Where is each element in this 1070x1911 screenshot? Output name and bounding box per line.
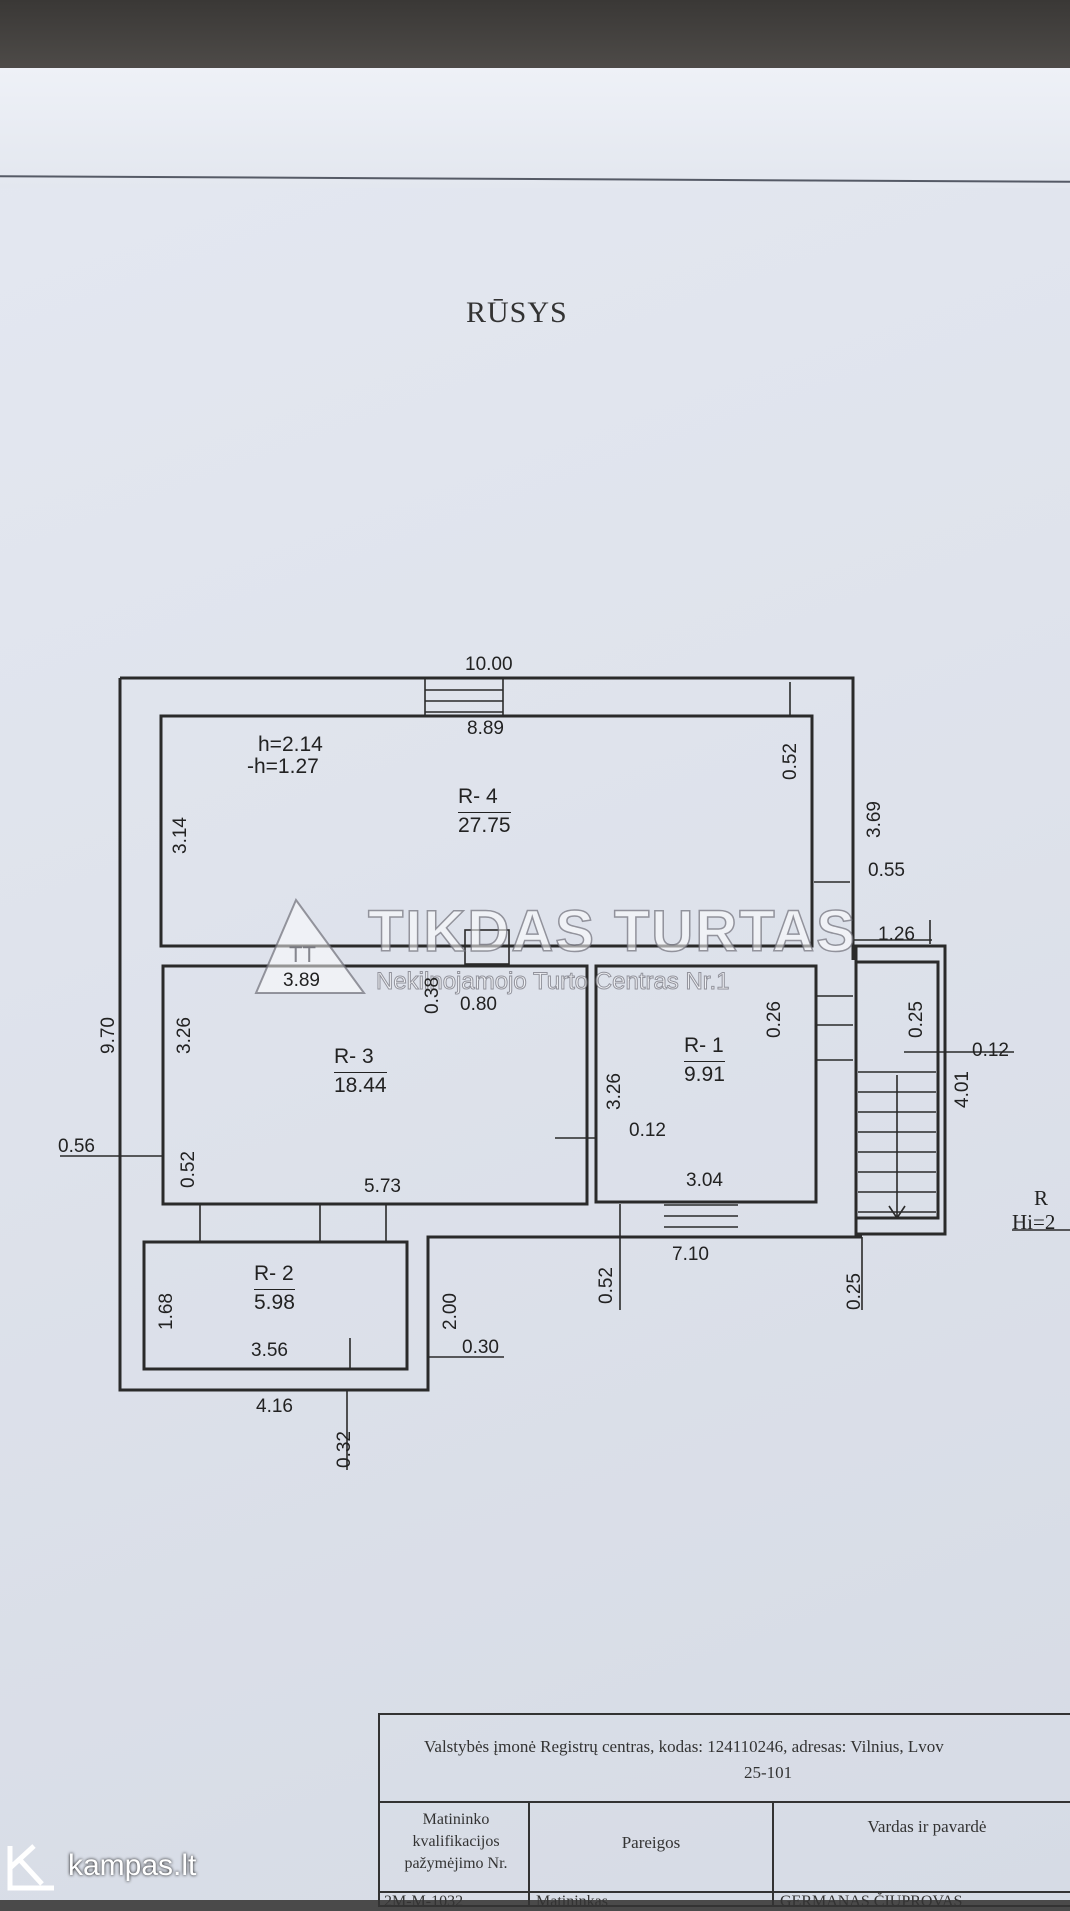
stairwell-outline [854,944,947,1236]
stamp-column-divider [772,1801,774,1905]
dim-label: 0.26 [764,1001,785,1038]
watermark-emblem-letters: TT [289,942,316,967]
stair-arrow-head [888,1205,906,1220]
dim-label: 0.52 [596,1267,617,1304]
watermark-subtitle: Nekilnojamojo Turto Centras Nr.1 [375,968,730,996]
height-note-h: h=2.14 [258,733,323,756]
dim-label: 3.56 [251,1340,288,1361]
dim-label: 0.25 [906,1001,927,1038]
dim-label: 3.26 [604,1073,625,1110]
dim-label: 2.00 [440,1293,461,1330]
stamp-header-certificate: Matininko kvalifikacijos pažymėjimo Nr. [404,1811,508,1872]
room-r3-outline [161,964,589,1206]
kampas-logo-text: kampas.lt [68,1849,197,1882]
dim-label: 3.89 [283,970,320,991]
watermark-emblem [254,897,366,994]
paper-sheet [0,68,1070,1900]
title-block-stamp: Valstybės įmonė Registrų centras, kodas:… [378,1713,1070,1910]
dim-label: 0.30 [462,1337,499,1358]
stamp-cert-number: 2M-M-1032 [384,1893,464,1910]
dim-label: 10.00 [465,654,513,675]
stamp-header-role: Pareigos [621,1833,681,1852]
dim-label: 0.12 [972,1040,1009,1061]
height-note-neg-h: -h=1.27 [247,755,319,778]
dim-label: 0.25 [844,1273,865,1310]
dim-label: 3.69 [864,801,885,838]
dim-label: 4.01 [952,1071,973,1108]
room-r2-area: 5.98 [254,1289,295,1314]
dim-label: 0.55 [868,860,905,881]
chimney [464,929,510,965]
room-r1-outline [594,964,818,1204]
room-r1-area: 9.91 [684,1061,725,1086]
room-r2-name: R- 2 [254,1262,294,1285]
dim-label: 0.32 [334,1431,355,1468]
stamp-column-divider [528,1801,530,1905]
dim-label: 3.14 [170,817,191,854]
stamp-organization-line2: 25-101 [744,1763,793,1782]
stamp-divider [380,1891,1070,1893]
stamp-surveyor-name: GERMANAS ČIUPROVAS [780,1893,963,1910]
dim-label: 1.68 [156,1293,177,1330]
kampas-logo[interactable]: kampas.lt [4,1838,196,1894]
dim-label: 0.38 [422,977,443,1014]
dim-label: 7.10 [672,1244,709,1265]
stamp-divider [380,1801,1070,1803]
room-r3-area: 18.44 [334,1072,387,1097]
dim-label: 5.73 [364,1176,401,1197]
dim-label: 3.26 [174,1017,195,1054]
dim-label: 0.52 [178,1151,199,1188]
room-r4-name: R- 4 [458,785,498,808]
dim-label: 0.12 [629,1120,666,1141]
side-note-hi: Hi=2 [1012,1210,1056,1234]
dim-label: 0.56 [58,1136,95,1157]
outer-wall [120,676,855,960]
kampas-logo-icon [7,1844,54,1891]
dim-label: 8.89 [467,718,504,739]
dim-label: 4.16 [256,1396,293,1417]
room-r1-name: R- 1 [684,1034,724,1057]
dim-label: 0.80 [460,994,497,1015]
paper-fold [0,68,1070,188]
room-r4-area: 27.75 [458,812,511,837]
stamp-organization-line1: Valstybės įmonė Registrų centras, kodas:… [424,1737,944,1756]
page-title: RŪSYS [466,296,568,329]
dim-label: 1.26 [878,924,915,945]
side-note-r: R [1034,1186,1049,1210]
watermark-title: TIKDAS TURTAS [367,898,857,965]
outer-wall-left [118,678,862,1392]
room-r4-outline [159,714,814,948]
dim-label: 0.52 [780,743,801,780]
room-r3-name: R- 3 [334,1045,374,1068]
stamp-role: Matininkas [536,1893,608,1910]
dim-label: 9.70 [98,1017,119,1054]
stamp-header-name: Vardas ir pavardė [867,1817,987,1836]
room-r2-outline [142,1240,409,1371]
dim-label: 3.04 [686,1170,723,1191]
